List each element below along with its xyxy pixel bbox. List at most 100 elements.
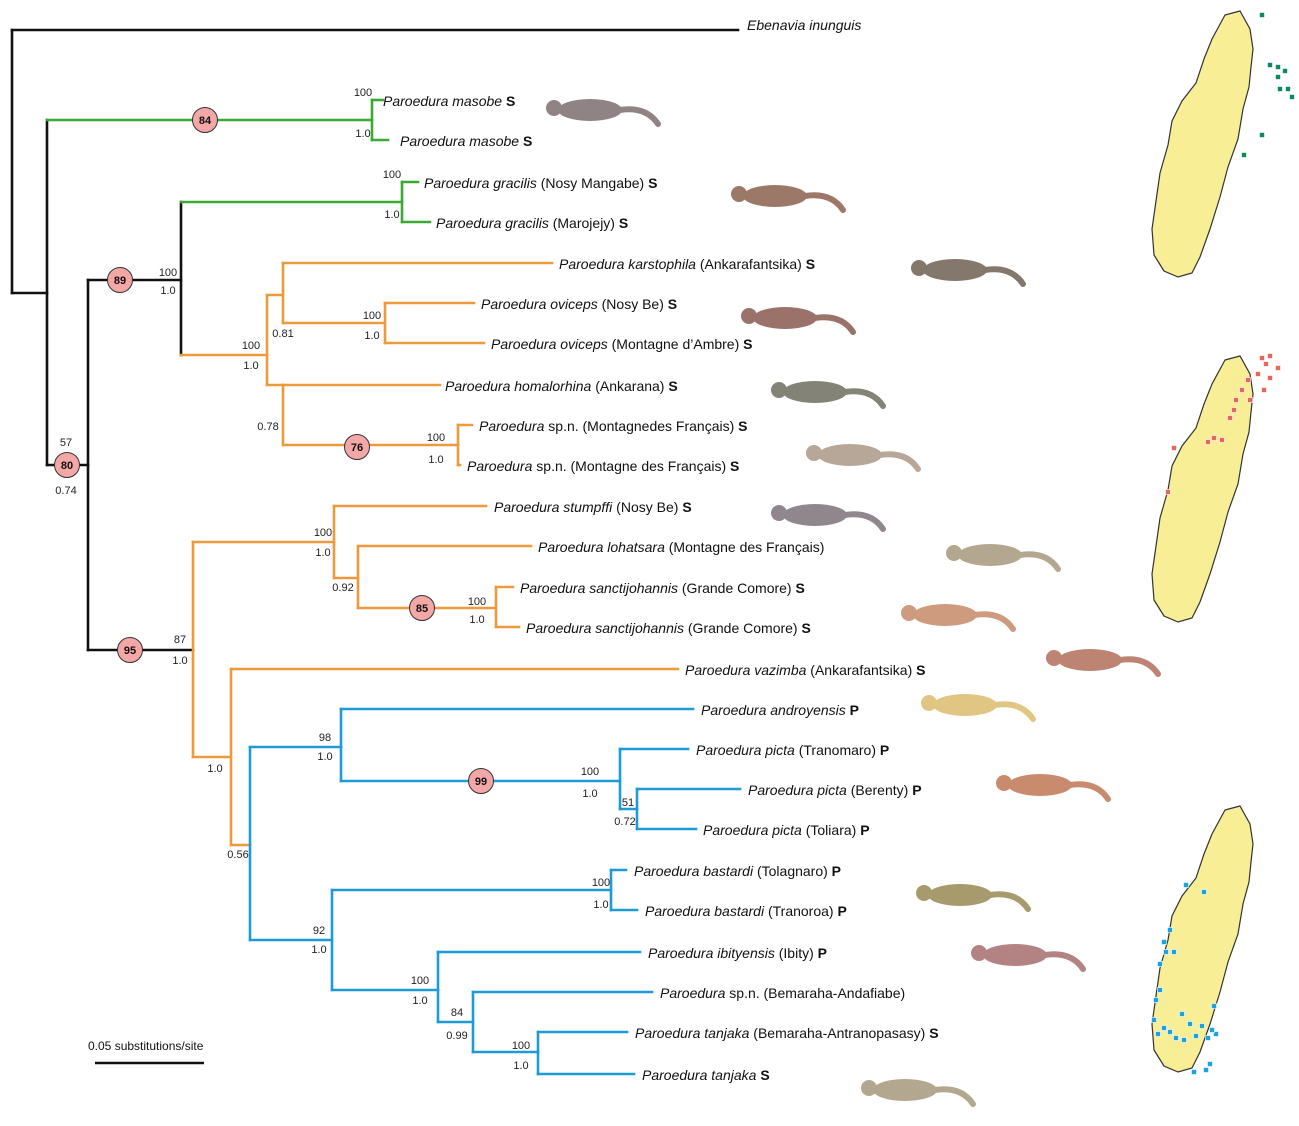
locality-point [1268, 354, 1273, 359]
tip-locality: (Berenty) [847, 782, 908, 798]
tip-label: Paroedura karstophila (Ankarafantsika) S [559, 256, 815, 272]
node-badge-label: 80 [61, 460, 73, 472]
bootstrap-value: 100 [427, 432, 445, 444]
tip-state: S [801, 620, 810, 636]
gecko-photo [771, 381, 883, 406]
tip-label: Paroedura lohatsara (Montagne des França… [538, 539, 824, 555]
locality-point [1182, 1038, 1187, 1043]
tip-state: S [806, 256, 815, 272]
tip-taxon: Paroedura oviceps [491, 336, 608, 352]
locality-point [1260, 133, 1265, 138]
tip-taxon: Paroedura gracilis [424, 175, 537, 191]
locality-point [1172, 950, 1177, 955]
gecko-photo [916, 884, 1028, 909]
locality-point [1256, 372, 1261, 377]
node-badge-label: 95 [124, 645, 136, 657]
locality-point [1262, 388, 1267, 393]
tip-locality: (Ankarafantsika) [696, 256, 802, 272]
locality-point [1156, 1032, 1161, 1037]
tip-taxon: Paroedura vazimba [685, 662, 807, 678]
tip-label: Paroedura ibityensis (Ibity) P [648, 945, 827, 961]
tip-label: Paroedura sp.n. (Montagnedes Français) S [479, 418, 748, 434]
tip-label: Paroedura homalorhina (Ankarana) S [445, 378, 678, 394]
bootstrap-value: 100 [383, 169, 401, 181]
locality-point [1208, 1062, 1213, 1067]
tip-label: Paroedura androyensis P [701, 702, 859, 718]
tip-state: P [912, 782, 921, 798]
tip-label: Paroedura oviceps (Nosy Be) S [481, 296, 677, 312]
locality-point [1212, 436, 1217, 441]
node-badge: 85 [410, 596, 435, 621]
tip-label: Paroedura sp.n. (Bemaraha-Andafiabe) [660, 985, 905, 1001]
locality-point [1200, 1024, 1205, 1029]
tip-locality: (Tolagnaro) [753, 863, 828, 879]
tip-taxon: Paroedura tanjaka [635, 1025, 750, 1041]
posterior-value: 0.56 [227, 849, 248, 861]
tip-locality: (Ankarana) [591, 378, 664, 394]
tip-state: S [760, 1067, 769, 1083]
posterior-value: 0.81 [272, 328, 293, 340]
tip-locality: (Bemaraha-Antranopasasy) [749, 1025, 925, 1041]
tip-state: P [837, 903, 846, 919]
tip-locality: (Montagne d’Ambre) [608, 336, 740, 352]
posterior-value: 1.0 [364, 330, 379, 342]
locality-point [1172, 446, 1177, 451]
tip-label: Paroedura picta (Tranomaro) P [696, 742, 889, 758]
posterior-value: 1.0 [315, 547, 330, 559]
locality-point [1152, 1018, 1157, 1023]
tip-taxon: Paroedura homalorhina [445, 378, 592, 394]
gecko-photo [731, 185, 843, 210]
tip-label: Paroedura bastardi (Tolagnaro) P [634, 863, 841, 879]
gecko-photo [911, 259, 1023, 284]
bootstrap-value: 100 [363, 310, 381, 322]
posterior-value: 0.99 [446, 1030, 467, 1042]
locality-point [1248, 398, 1253, 403]
posterior-value: 1.0 [582, 788, 597, 800]
tip-label: Paroedura vazimba (Ankarafantsika) S [685, 662, 925, 678]
tip-taxon: Paroedura lohatsara [538, 539, 665, 555]
posterior-value: 1.0 [317, 751, 332, 763]
tip-taxon: Ebenavia inunguis [747, 17, 861, 33]
locality-point [1276, 75, 1281, 80]
tip-state: S [929, 1025, 938, 1041]
tip-label: Paroedura stumpffi (Nosy Be) S [494, 499, 692, 515]
tip-locality: (Toliara) [802, 822, 856, 838]
tip-taxon: Paroedura [479, 418, 545, 434]
gecko-photo [546, 99, 658, 124]
locality-point [1234, 398, 1239, 403]
bootstrap-value: 92 [313, 925, 325, 937]
locality-point [1192, 1070, 1197, 1075]
tip-locality: (Marojejy) [549, 215, 615, 231]
tip-state: S [648, 175, 657, 191]
tip-label: Paroedura gracilis (Nosy Mangabe) S [424, 175, 657, 191]
tip-locality: (Montagne des Français) [665, 539, 825, 555]
tip-locality: (Tranomaro) [795, 742, 876, 758]
locality-point [1283, 69, 1288, 74]
tip-state: P [832, 863, 841, 879]
tip-taxon: Paroedura picta [703, 822, 802, 838]
madagascar-outline [1152, 806, 1253, 1072]
gecko-photo [771, 504, 883, 529]
tip-label: Ebenavia inunguis [747, 17, 861, 33]
tip-taxon: Paroedura oviceps [481, 296, 598, 312]
locality-point [1268, 63, 1273, 68]
tip-state: S [682, 499, 691, 515]
gecko-photo [901, 604, 1013, 629]
tip-locality: (Nosy Be) [598, 296, 664, 312]
bootstrap-value: 100 [314, 527, 332, 539]
locality-point [1286, 87, 1291, 92]
tip-state: P [860, 822, 869, 838]
tip-label: Paroedura tanjaka (Bemaraha-Antranopasas… [635, 1025, 939, 1041]
posterior-value: 1.0 [384, 209, 399, 221]
bootstrap-value: 100 [159, 267, 177, 279]
posterior-value: 1.0 [243, 360, 258, 372]
posterior-value: 1.0 [160, 285, 175, 297]
gecko-photo [861, 1079, 973, 1104]
gecko-photo [806, 444, 918, 469]
tip-state: S [743, 336, 752, 352]
posterior-value: 1.0 [513, 1060, 528, 1072]
locality-point [1232, 408, 1237, 413]
scale-bar: 0.05 substitutions/site [88, 1039, 204, 1063]
tip-state: S [506, 93, 515, 109]
tip-taxon: Paroedura picta [748, 782, 847, 798]
